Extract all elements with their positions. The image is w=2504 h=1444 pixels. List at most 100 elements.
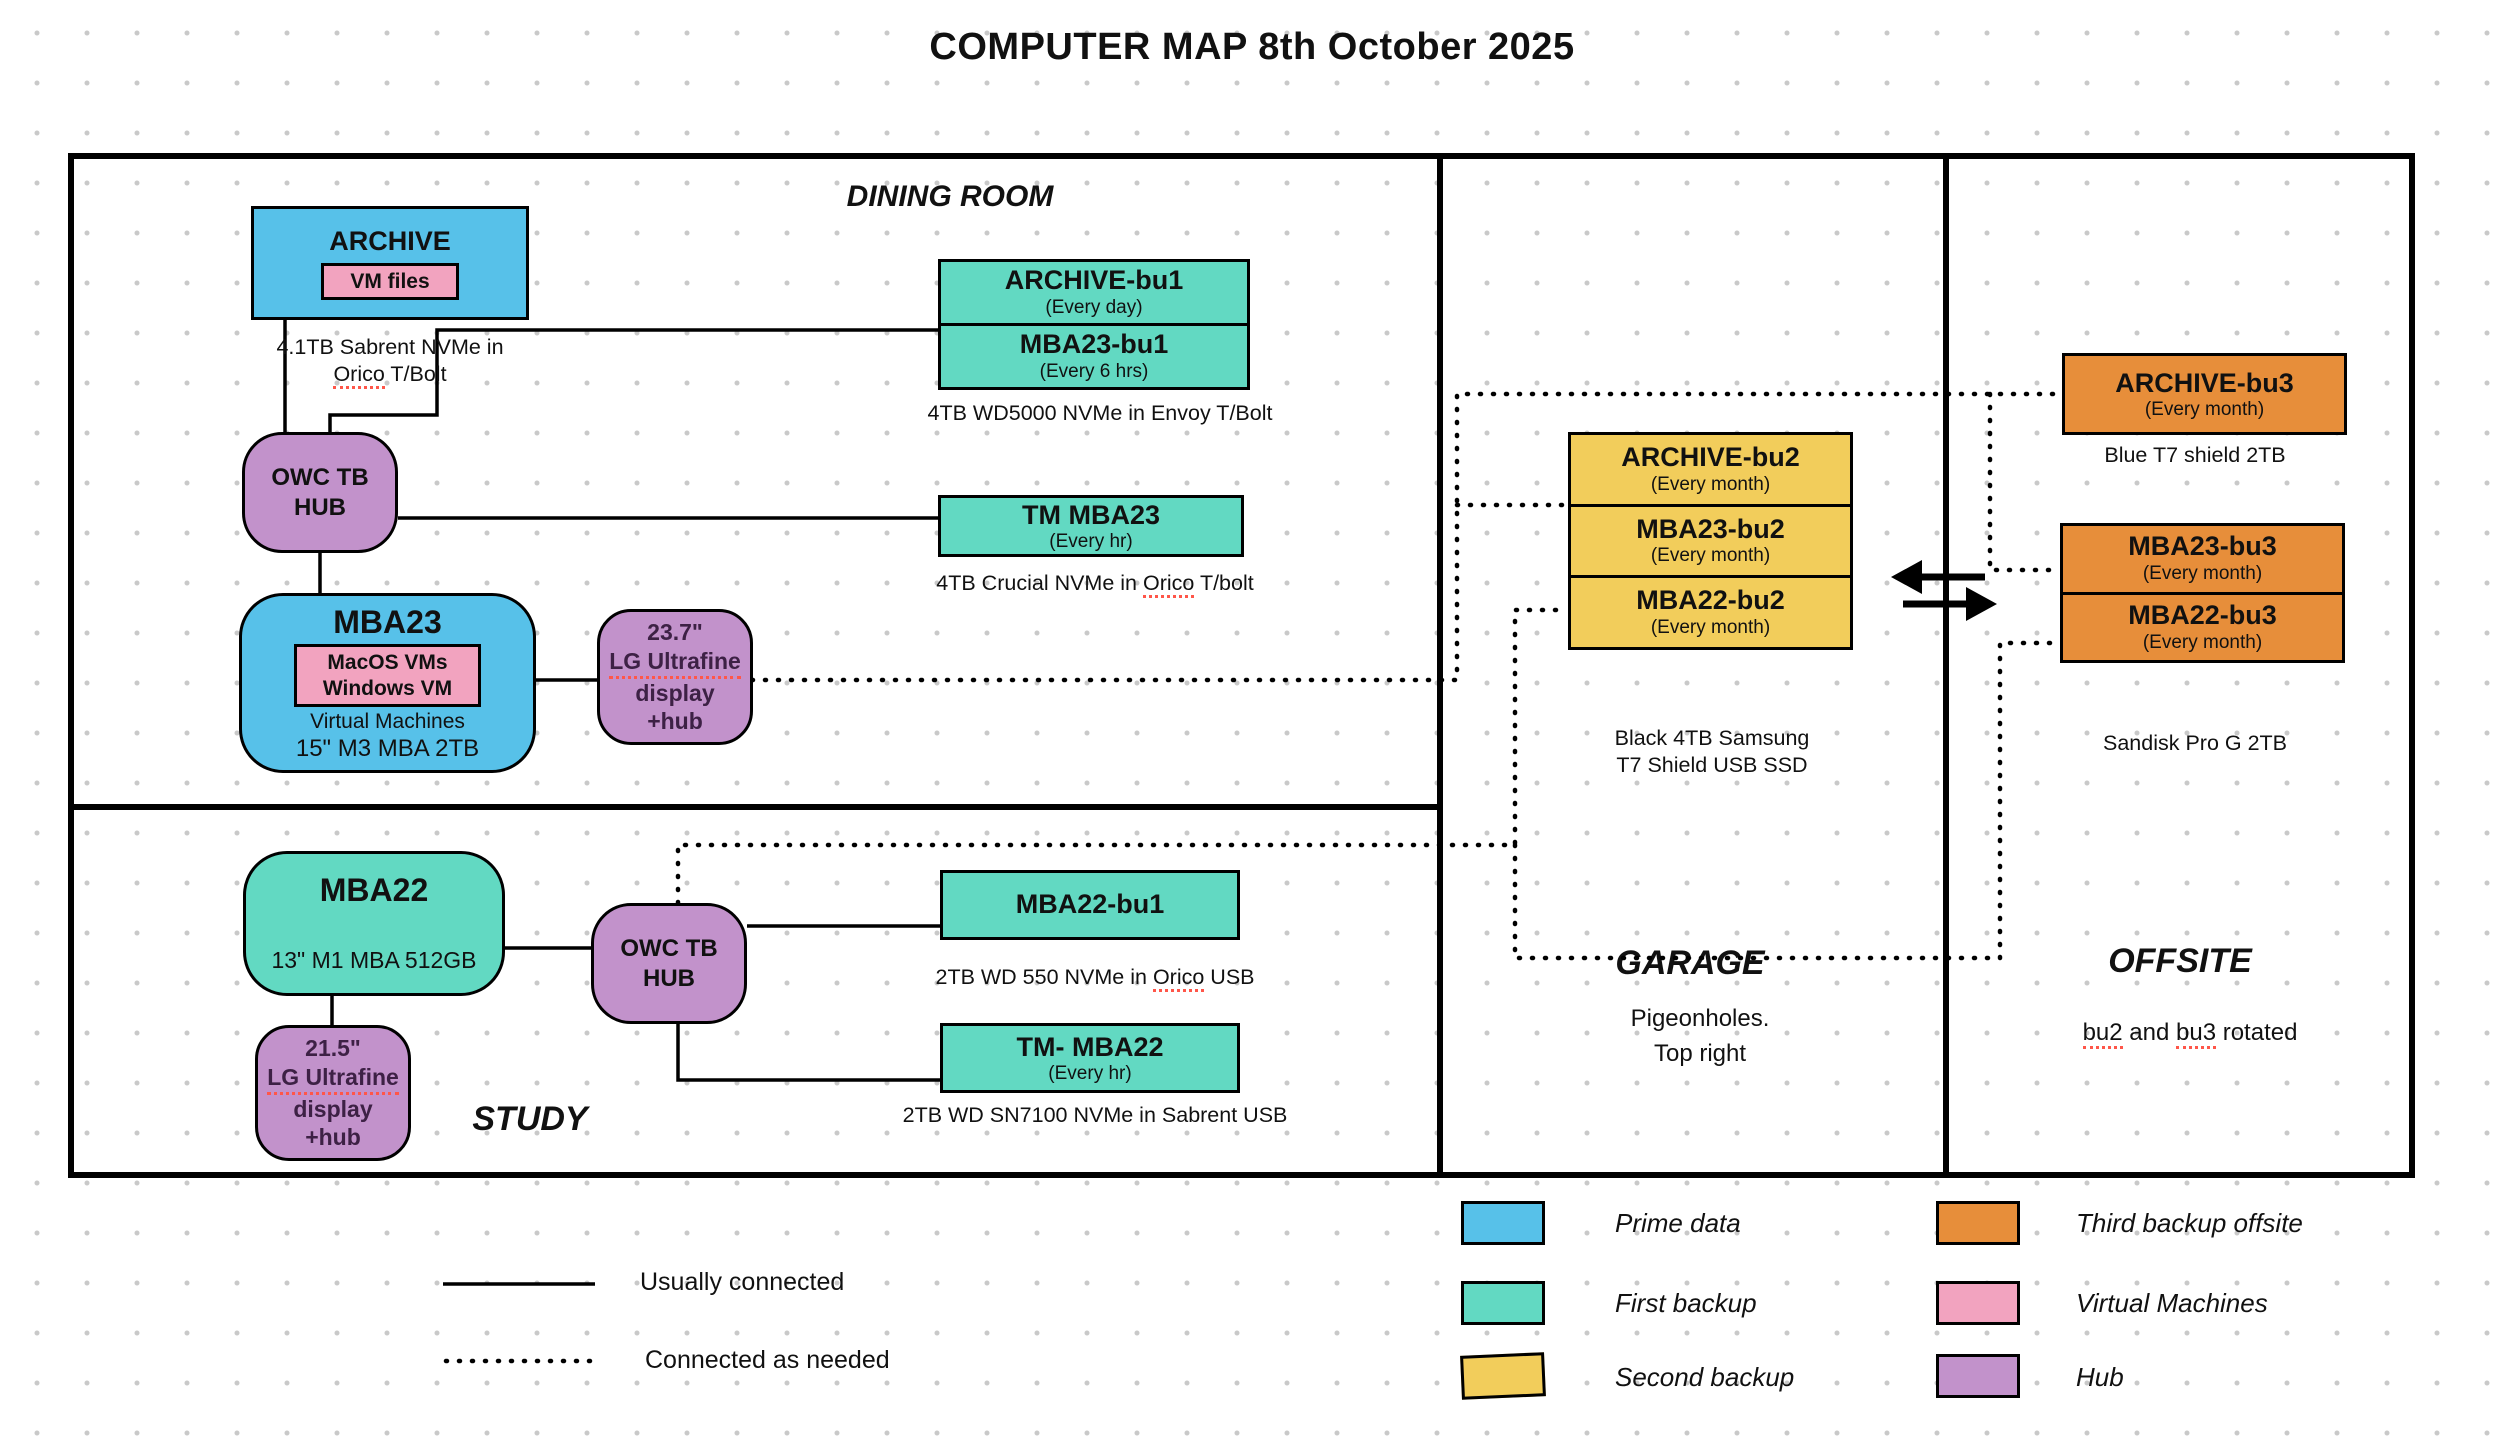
- caption-archive-line1: 4.1TB Sabrent NVMe in: [276, 335, 504, 359]
- node-mba22-title: MBA22: [319, 872, 429, 908]
- node-owc-hub-dining-line1: OWC TB: [271, 463, 369, 491]
- caption-tm-mba23-a: 4TB Crucial NVMe in: [936, 571, 1143, 595]
- wall-top: [68, 153, 2415, 159]
- legend-usually-connected-label: Usually connected: [640, 1268, 845, 1296]
- node-mba22-bu1: MBA22-bu1: [940, 870, 1240, 940]
- caption-tm-mba22: 2TB WD SN7100 NVMe in Sabrent USB: [902, 1103, 1288, 1127]
- node-owc-hub-dining: OWC TB HUB: [242, 432, 398, 553]
- node-archive-bu3-title: ARCHIVE-bu3: [2115, 367, 2294, 398]
- node-mba23-note: Virtual Machines: [310, 709, 465, 733]
- stack-bu2: ARCHIVE-bu2 (Every month) MBA23-bu2 (Eve…: [1568, 432, 1853, 650]
- node-mba22-bu2-title: MBA22-bu2: [1636, 585, 1785, 616]
- legend-third-backup-label: Third backup offsite: [2076, 1208, 2303, 1238]
- node-archive-bu3-sub: (Every month): [2144, 398, 2265, 420]
- wall-offsite-divider: [1943, 153, 1949, 1178]
- node-lg-study-size: 21.5": [305, 1035, 361, 1062]
- garage-note-line1: Pigeonholes.: [1630, 1005, 1770, 1032]
- node-lg-study-line3: display: [293, 1095, 373, 1122]
- node-owc-hub-study: OWC TB HUB: [591, 903, 747, 1024]
- node-mba23-bu2-title: MBA23-bu2: [1636, 513, 1785, 544]
- caption-archive-line2: T/Bolt: [384, 361, 447, 386]
- legend-swatch-virtual-machines: [1936, 1281, 2020, 1325]
- node-lg-dining-size: 23.7": [647, 619, 703, 646]
- node-tm-mba22-title: TM- MBA22: [1016, 1031, 1164, 1062]
- node-mba22-spec: 13" M1 MBA 512GB: [271, 946, 477, 973]
- legend-hub-label: Hub: [2076, 1362, 2124, 1392]
- node-lg-dining-brand: LG Ultrafine: [609, 647, 741, 679]
- garage-note: Pigeonholes. Top right: [1540, 1002, 1860, 1072]
- room-label-dining: DINING ROOM: [846, 180, 1054, 213]
- node-mba22-bu3: MBA22-bu3 (Every month): [2063, 595, 2342, 661]
- caption-bu3: Sandisk Pro G 2TB: [2102, 731, 2288, 755]
- legend-first-backup-label: First backup: [1615, 1288, 1757, 1318]
- caption-tm-mba23-b: T/bolt: [1194, 571, 1254, 595]
- dotted-garage-to-mba22-bu3: [1512, 640, 2063, 961]
- rotate-arrow-left: [1891, 560, 1985, 594]
- wall-dining-study-divider: [68, 804, 1443, 810]
- node-lg-study-line4: +hub: [305, 1124, 361, 1151]
- offsite-note-rest: rotated: [2216, 1019, 2298, 1046]
- offsite-note-and: and: [2122, 1019, 2176, 1046]
- node-mba23-spec: 15" M3 MBA 2TB: [295, 734, 480, 762]
- node-mba23: MBA23 MacOS VMs Windows VM Virtual Machi…: [239, 593, 536, 773]
- node-archive: ARCHIVE VM files: [251, 206, 529, 320]
- wall-left: [68, 153, 74, 1178]
- node-mba22-bu2: MBA22-bu2 (Every month): [1571, 578, 1850, 647]
- node-mba22-bu2-sub: (Every month): [1650, 617, 1771, 639]
- node-owc-hub-study-line2: HUB: [643, 964, 695, 992]
- legend-swatch-second-backup: [1460, 1352, 1546, 1400]
- dotted-to-mba23-bu3: [1987, 391, 2063, 573]
- legend-virtual-machines-label: Virtual Machines: [2076, 1288, 2268, 1318]
- caption-mba22-bu1-orico: Orico: [1152, 965, 1205, 992]
- room-label-garage: GARAGE: [1615, 944, 1765, 982]
- legend-connected-as-needed-label: Connected as needed: [645, 1346, 890, 1374]
- offsite-note: bu2 and bu3 rotated: [2020, 1016, 2360, 1051]
- node-mba23-vm2: Windows VM: [322, 676, 453, 700]
- dotted-study-hub-to-bu2-stack: [675, 607, 1571, 906]
- legend-swatch-first-backup: [1461, 1281, 1545, 1325]
- node-archive-bu2-title: ARCHIVE-bu2: [1621, 442, 1800, 473]
- caption-bu2-line1: Black 4TB Samsung: [1614, 726, 1810, 750]
- line-hub-to-tm-mba22: [676, 1024, 940, 1082]
- caption-tm-mba23-orico: Orico: [1142, 571, 1195, 598]
- node-tm-mba23-title: TM MBA23: [1021, 499, 1160, 530]
- node-archive-bu1-title: ARCHIVE-bu1: [1004, 265, 1184, 296]
- caption-mba22-bu1-b: USB: [1204, 965, 1255, 989]
- offsite-note-bu2: bu2: [2082, 1019, 2123, 1049]
- node-mba23-bu3: MBA23-bu3 (Every month): [2063, 526, 2342, 595]
- node-lg-display-study: 21.5" LG Ultrafine display +hub: [255, 1025, 411, 1161]
- caption-tm-mba23: 4TB Crucial NVMe in Orico T/bolt: [910, 570, 1280, 598]
- offsite-note-bu3: bu3: [2176, 1019, 2217, 1049]
- node-lg-study-brand: LG Ultrafine: [267, 1063, 399, 1095]
- node-archive-vm-files: VM files: [321, 262, 459, 301]
- garage-note-line2: Top right: [1653, 1039, 1747, 1067]
- legend-swatch-prime-data: [1461, 1201, 1545, 1245]
- node-mba22: MBA22 13" M1 MBA 512GB: [243, 851, 505, 996]
- node-mba23-vms: MacOS VMs Windows VM: [293, 644, 482, 707]
- node-mba23-bu1: MBA23-bu1 (Every 6 hrs): [941, 326, 1247, 387]
- caption-mba22-bu1-a: 2TB WD 550 NVMe in: [935, 965, 1153, 989]
- node-mba23-bu2: MBA23-bu2 (Every month): [1571, 507, 1850, 579]
- node-archive-bu3: ARCHIVE-bu3 (Every month): [2062, 353, 2347, 435]
- node-mba23-bu3-sub: (Every month): [2142, 563, 2263, 585]
- caption-archive: 4.1TB Sabrent NVMe in Orico T/Bolt: [230, 334, 550, 389]
- page-title: COMPUTER MAP 8th October 2025: [929, 26, 1575, 68]
- wall-garage-divider: [1437, 153, 1443, 1178]
- node-mba22-bu3-sub: (Every month): [2142, 631, 2263, 653]
- caption-archive-orico: Orico: [333, 361, 385, 389]
- legend-swatch-hub: [1936, 1354, 2020, 1398]
- node-archive-bu2-sub: (Every month): [1650, 473, 1771, 495]
- legend-prime-data-label: Prime data: [1615, 1208, 1741, 1238]
- node-archive-bu2: ARCHIVE-bu2 (Every month): [1571, 435, 1850, 507]
- node-owc-hub-dining-line2: HUB: [294, 493, 346, 521]
- wall-bottom: [68, 1172, 2415, 1178]
- node-mba23-bu1-sub: (Every 6 hrs): [1039, 360, 1149, 382]
- node-owc-hub-study-line1: OWC TB: [620, 934, 718, 962]
- node-tm-mba22-sub: (Every hr): [1048, 1062, 1132, 1084]
- node-mba22-bu1-title: MBA22-bu1: [1015, 889, 1165, 920]
- wall-right: [2409, 153, 2415, 1178]
- node-mba23-bu3-title: MBA23-bu3: [2128, 531, 2277, 562]
- node-mba23-title: MBA23: [333, 603, 442, 640]
- room-label-offsite: OFFSITE: [2108, 942, 2252, 980]
